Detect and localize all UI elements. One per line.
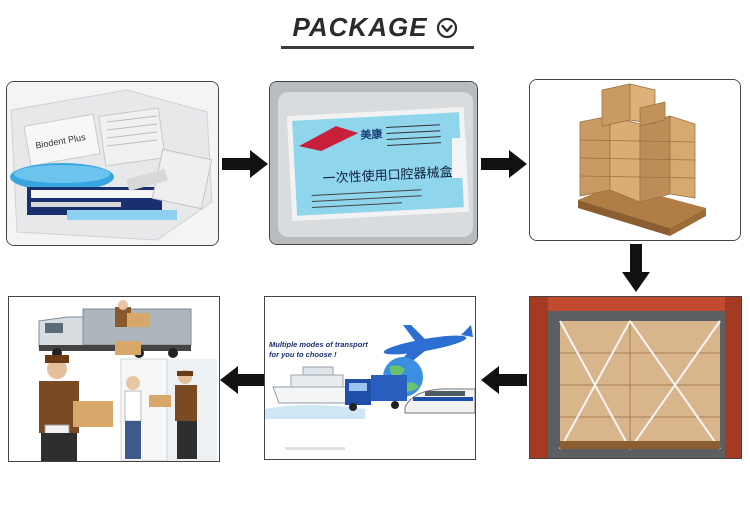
header: PACKAGE <box>0 12 750 43</box>
packed-box-image: 美康 一次性使用口腔器械盒 <box>269 81 478 245</box>
transport-caption-line2: for you to choose ! <box>269 350 337 359</box>
pallet-cartons-image <box>529 79 741 241</box>
arrow-down-icon <box>622 244 650 292</box>
box-product-name: 一次性使用口腔器械盒 <box>322 164 453 186</box>
title-underline <box>281 46 474 49</box>
transport-caption-line1: Multiple modes of transport <box>269 340 368 349</box>
arrow-left-icon <box>481 366 527 394</box>
transport-modes-image: Multiple modes of transport for you to c… <box>264 296 476 460</box>
chevron-down-circle-icon <box>436 17 457 38</box>
container-loading-image <box>529 296 742 459</box>
page-title: PACKAGE <box>292 12 428 42</box>
arrow-left-icon <box>220 366 264 394</box>
kit-packaging-image: Biodent Plus <box>6 81 219 246</box>
package-heading: PACKAGE <box>292 12 457 43</box>
delivery-image <box>8 296 220 462</box>
box-brand: 美康 <box>360 127 384 142</box>
arrow-right-icon <box>481 150 527 178</box>
arrow-right-icon <box>222 150 268 178</box>
